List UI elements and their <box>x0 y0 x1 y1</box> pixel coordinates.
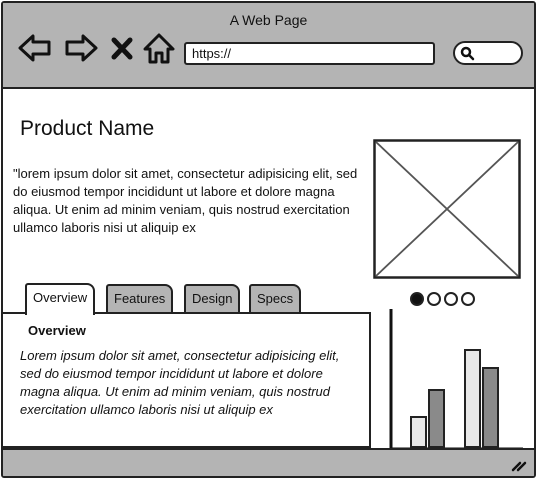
chart-bar <box>428 389 445 448</box>
address-bar[interactable]: https:// <box>184 42 435 65</box>
chart-bar <box>410 416 427 448</box>
panel-heading: Overview <box>28 323 86 338</box>
home-button[interactable] <box>141 31 177 65</box>
chart-bar <box>464 349 481 448</box>
stop-button[interactable] <box>107 31 137 65</box>
window-title: A Web Page <box>229 12 308 28</box>
left-arrow-icon <box>18 34 51 62</box>
status-bar <box>3 448 534 476</box>
tab-specs[interactable]: Specs <box>249 284 302 312</box>
forward-button[interactable] <box>63 31 99 65</box>
search-field[interactable] <box>453 41 523 65</box>
tab-features[interactable]: Features <box>106 284 174 312</box>
chart-bar <box>482 367 499 448</box>
resize-grip-icon[interactable] <box>510 456 528 472</box>
tab-design[interactable]: Design <box>184 284 241 312</box>
right-arrow-icon <box>65 34 98 62</box>
panel-text: Lorem ipsum dolor sit amet, consectetur … <box>20 348 340 417</box>
tab-overview[interactable]: Overview <box>25 283 96 315</box>
title-bar: A Web Page https:// <box>3 3 534 89</box>
product-description: "lorem ipsum dolor sit amet, consectetur… <box>13 166 358 235</box>
carousel-indicator <box>410 292 475 310</box>
back-button[interactable] <box>17 31 53 65</box>
bar-chart <box>389 309 523 451</box>
carousel-dot[interactable] <box>444 292 458 306</box>
carousel-dot[interactable] <box>461 292 475 306</box>
search-icon <box>460 46 475 61</box>
carousel-dot[interactable] <box>410 292 424 306</box>
product-name: Product Name <box>20 117 155 140</box>
image-placeholder <box>373 139 521 279</box>
tab-panel: Overview Lorem ipsum dolor sit amet, con… <box>3 312 371 448</box>
home-icon <box>143 33 175 64</box>
x-icon <box>111 37 133 60</box>
carousel-dot[interactable] <box>427 292 441 306</box>
